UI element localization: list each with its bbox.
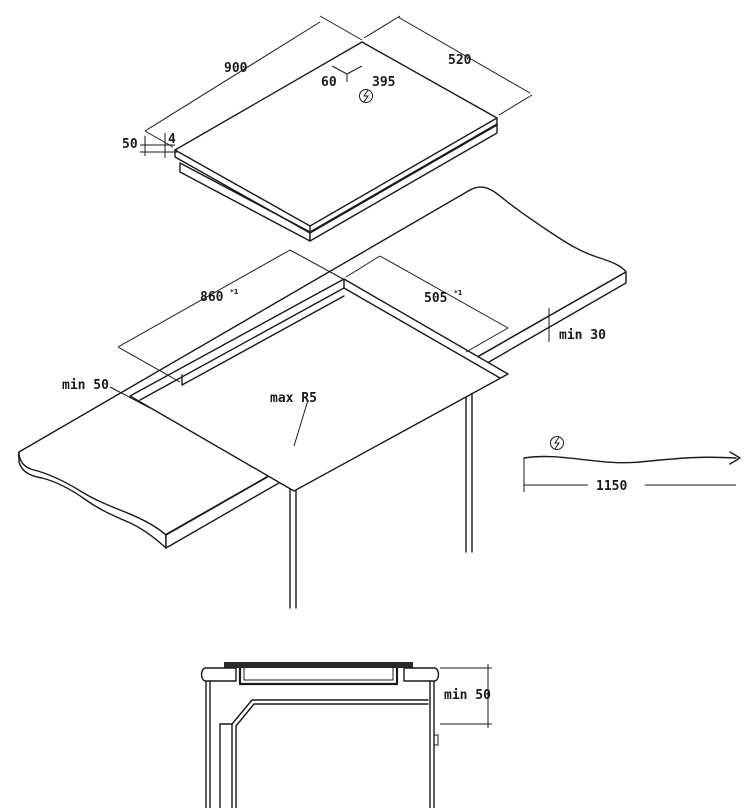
ext-line-min50-front xyxy=(129,395,151,409)
radius-leader xyxy=(293,399,309,447)
oven-top-inner xyxy=(235,703,429,808)
ext-line-520-bottom xyxy=(498,94,533,116)
dim-label-505-note: *1 xyxy=(454,289,463,297)
ext-line-900-left xyxy=(144,130,174,148)
cutout-inner-shelf xyxy=(181,295,345,386)
section-hob-body xyxy=(238,668,399,686)
dim-label-max-r5: max R5 xyxy=(270,391,317,406)
dim-label-860: 860 xyxy=(200,290,224,305)
dim-label-min30: min 30 xyxy=(559,328,606,343)
section-hob-inner xyxy=(243,668,394,681)
cable-end xyxy=(729,451,741,465)
dim-label-1150: 1150 xyxy=(596,479,627,494)
power-cable-drawing xyxy=(523,436,741,492)
lightning-circle-icon xyxy=(550,436,564,450)
ext-line-505-bottom xyxy=(465,327,509,353)
cable-line xyxy=(523,455,737,464)
dim-label-4: 4 xyxy=(168,132,176,147)
cabinet-bracket xyxy=(433,734,439,746)
ext-line-860-right xyxy=(289,249,346,281)
section-glass xyxy=(224,662,413,668)
ext-line-505-top xyxy=(345,255,381,278)
dim-line-860 xyxy=(117,249,291,348)
dim-label-395: 395 xyxy=(372,75,395,90)
dim-label-520: 520 xyxy=(448,53,472,68)
hob-right-side xyxy=(309,123,498,242)
ext-line-520-top xyxy=(363,15,401,39)
dim-label-50-hob: 50 xyxy=(122,137,138,152)
hob-drawing xyxy=(140,15,533,242)
dim-label-min50-front: min 50 xyxy=(62,378,109,393)
dim-label-60: 60 xyxy=(321,75,337,90)
dim-line-900 xyxy=(144,21,321,132)
ext-line-900-right xyxy=(319,15,363,41)
section-worktop-left xyxy=(200,667,237,682)
section-drawing xyxy=(200,662,492,808)
dim-label-min50-clearance: min 50 xyxy=(444,688,491,703)
dim-label-900: 900 xyxy=(224,61,248,76)
oven-top-outline xyxy=(231,699,429,808)
ext-line-860-left xyxy=(117,346,181,383)
dim-label-860-note: *1 xyxy=(230,288,239,296)
dim-line-505 xyxy=(379,255,509,329)
cutout-inner-side xyxy=(343,287,501,379)
section-worktop-right xyxy=(403,667,440,682)
dim-line-520 xyxy=(397,16,531,94)
worktop-drawing xyxy=(18,186,627,609)
lightning-circle-icon xyxy=(359,89,373,103)
worktop-cutout xyxy=(129,278,509,492)
dim-label-505: 505 xyxy=(424,291,447,306)
